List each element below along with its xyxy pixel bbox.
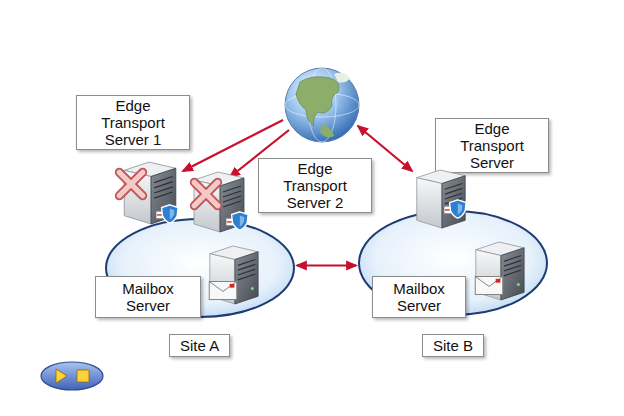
server-label-box: Mailbox Server [95, 276, 201, 318]
box-text: Mailbox Server [113, 280, 183, 314]
box-text: Edge Transport Server [453, 120, 531, 171]
server-label-box: Edge Transport Server 1 [76, 95, 190, 150]
site-region: Site BMailbox Server [358, 210, 548, 316]
site-link-arrow [297, 264, 356, 266]
server-label-box: Edge Transport Server 2 [258, 158, 372, 213]
playback-button [41, 362, 103, 390]
server-label-box: Mailbox Server [372, 276, 466, 318]
box-text: Edge Transport Server 2 [276, 160, 354, 211]
box-text: Edge Transport Server 1 [94, 97, 172, 148]
globe [285, 68, 359, 142]
site-region: Site AMailbox Server [105, 218, 295, 318]
site-label: Site B [422, 334, 484, 357]
site-label: Site A [169, 334, 230, 357]
server-label-box: Edge Transport Server [435, 118, 549, 173]
box-text: Mailbox Server [385, 280, 453, 314]
